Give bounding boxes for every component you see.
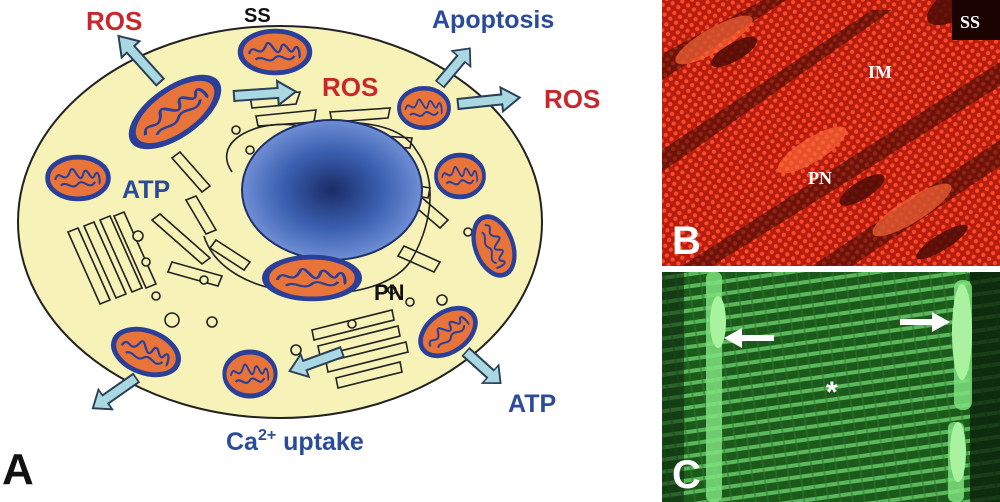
label-b-ss: SS <box>960 12 980 32</box>
label-b-pn: PN <box>808 168 832 188</box>
label-ca-uptake: Ca2+ uptake <box>226 427 364 456</box>
panel-b-letter: B <box>672 219 701 263</box>
arrow-right-icon <box>900 312 950 332</box>
label-ss: SS <box>244 5 271 27</box>
arrow-left-icon <box>724 328 774 348</box>
label-pn: PN <box>374 280 405 305</box>
label-b-im: IM <box>868 62 892 82</box>
label-apoptosis: Apoptosis <box>432 6 554 34</box>
vesicles <box>132 125 476 356</box>
label-atp-right: ATP <box>508 390 556 418</box>
asterisk-marker: * <box>826 376 838 409</box>
arrow-ca-left <box>84 367 144 420</box>
panel-c-micrograph: * C <box>662 272 1000 502</box>
nucleus <box>241 119 423 261</box>
panel-b-micrograph: SS IM PN B <box>662 0 1000 266</box>
endoplasmic-reticulum <box>66 91 450 389</box>
label-ros-center: ROS <box>322 72 378 102</box>
label-atp-left: ATP <box>122 176 170 204</box>
label-ros-right: ROS <box>544 84 600 114</box>
panel-c-letter: C <box>672 453 701 497</box>
label-ros-top-left: ROS <box>86 6 142 36</box>
panel-c-arrows <box>724 312 950 348</box>
panel-a-letter: A <box>2 445 34 494</box>
panel-a-schematic: ROS SS Apoptosis ROS ROS ATP PN ATP Ca2+… <box>2 5 600 494</box>
